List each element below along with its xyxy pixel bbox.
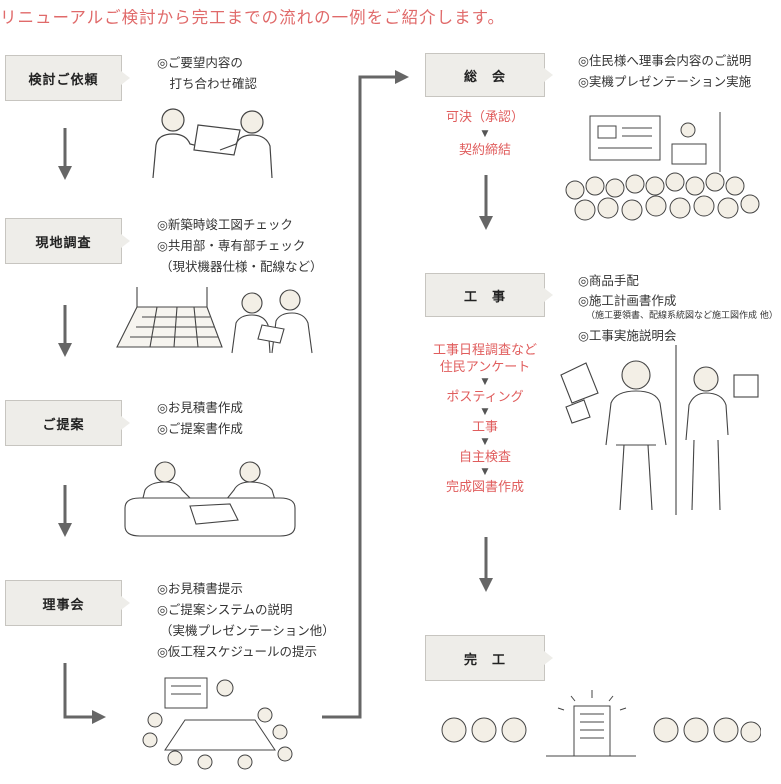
step-survey-label: 現地調査 — [35, 235, 92, 251]
step-request-label: 検討ご依頼 — [28, 72, 99, 88]
arrow-head — [58, 523, 72, 537]
flow-arrow-icon: ▼ — [481, 407, 489, 417]
step-survey-notes: ◎新築時竣工図チェック ◎共用部・専有部チェック （現状機器仕様・配線など） — [157, 214, 323, 277]
document-exchange-illustration — [152, 108, 273, 179]
step-board: 理事会 — [5, 580, 130, 626]
flow-item: 可決（承認） — [445, 110, 524, 125]
note-line: 打ち合わせ確認 — [157, 76, 258, 91]
flow-arrow-icon: ▼ — [481, 467, 489, 477]
step-proposal: ご提案 — [5, 400, 130, 446]
arrow-head — [58, 166, 72, 180]
page-title: リニューアルご検討から完工までの流れの一例をご紹介します。 — [0, 8, 506, 27]
flow-item: 工事日程調査など — [432, 343, 537, 358]
step-proposal-notes: ◎お見積書作成 ◎ご提案書作成 — [157, 397, 243, 439]
note-line: ◎共用部・専有部チェック — [157, 238, 306, 253]
flow-arrow-icon: ▼ — [481, 377, 489, 387]
note-line: （実機プレゼンテーション他） — [160, 623, 335, 638]
flow-item: ポスティング — [446, 390, 524, 405]
step-board-label: 理事会 — [42, 597, 85, 613]
flow-arrow-icon: ▼ — [481, 129, 489, 139]
note-line: ◎施工計画書作成 — [578, 293, 677, 308]
board-meeting-illustration — [142, 677, 293, 770]
step-construction-notes: ◎商品手配 ◎施工計画書作成 （施工要領書、配線系統図など施工図作成 他） ◎工… — [578, 270, 778, 346]
step-construction-label: 工 事 — [463, 289, 506, 305]
note-line: ◎お見積書提示 — [157, 581, 243, 596]
step-general-meeting: 総 会 — [425, 53, 553, 97]
arrow-head — [58, 343, 72, 357]
resident-heads — [441, 717, 761, 743]
step-general-notes: ◎住民様へ理事会内容のご説明 ◎実機プレゼンテーション実施 — [578, 50, 751, 92]
site-survey-illustration — [116, 287, 313, 354]
completion-illustration — [441, 690, 761, 757]
arrow-head — [479, 578, 493, 592]
note-line: ◎実機プレゼンテーション実施 — [578, 74, 752, 89]
arrow-head — [479, 216, 493, 230]
note-line: ◎新築時竣工図チェック — [157, 217, 293, 232]
construction-flow: 工事日程調査など 住民アンケート ▼ ポスティング ▼ 工事 ▼ 自主検査 ▼ … — [405, 342, 565, 496]
step-complete-label: 完 工 — [463, 652, 506, 668]
flow-item: 自主検査 — [458, 450, 511, 465]
step-complete: 完 工 — [425, 635, 553, 681]
flow-item: 契約締結 — [458, 143, 511, 158]
step-general-label: 総 会 — [463, 69, 506, 85]
audience-heads — [565, 172, 760, 221]
proposal-meeting-illustration — [124, 461, 296, 537]
note-line: ◎商品手配 — [578, 273, 639, 288]
arrow-head — [395, 70, 409, 84]
note-line-small: （施工要領書、配線系統図など施工図作成 他） — [586, 311, 778, 321]
step-request: 検討ご依頼 — [5, 55, 130, 101]
flow-item: 完成図書作成 — [445, 480, 524, 495]
step-board-notes: ◎お見積書提示 ◎ご提案システムの説明 （実機プレゼンテーション他） ◎仮工程ス… — [157, 578, 335, 662]
flow-arrow-icon: ▼ — [481, 437, 489, 447]
step-survey: 現地調査 — [5, 218, 130, 264]
step-construction: 工 事 — [425, 273, 553, 317]
arrow-to-general-meeting — [322, 75, 395, 719]
note-line: ◎ご要望内容の — [157, 55, 243, 70]
general-assembly-illustration — [565, 112, 760, 221]
general-flow: 可決（承認） ▼ 契約締結 — [425, 108, 545, 161]
step-proposal-label: ご提案 — [42, 417, 85, 433]
note-line: ◎ご提案システムの説明 — [157, 602, 293, 617]
step-request-notes: ◎ご要望内容の 打ち合わせ確認 — [157, 52, 257, 94]
arrow-head — [92, 710, 106, 724]
note-line: （現状機器仕様・配線など） — [160, 259, 323, 274]
flow-item: 工事 — [471, 420, 498, 435]
note-line: ◎仮工程スケジュールの提示 — [157, 644, 318, 659]
flow-item: 住民アンケート — [439, 360, 531, 375]
note-line: ◎工事実施説明会 — [578, 328, 677, 343]
note-line: ◎お見積書作成 — [157, 400, 243, 415]
building-icon — [546, 690, 636, 757]
note-line: ◎ご提案書作成 — [157, 421, 243, 436]
arrow-board-meeting — [63, 663, 92, 719]
construction-illustration — [560, 345, 759, 515]
note-line: ◎住民様へ理事会内容のご説明 — [578, 53, 752, 68]
